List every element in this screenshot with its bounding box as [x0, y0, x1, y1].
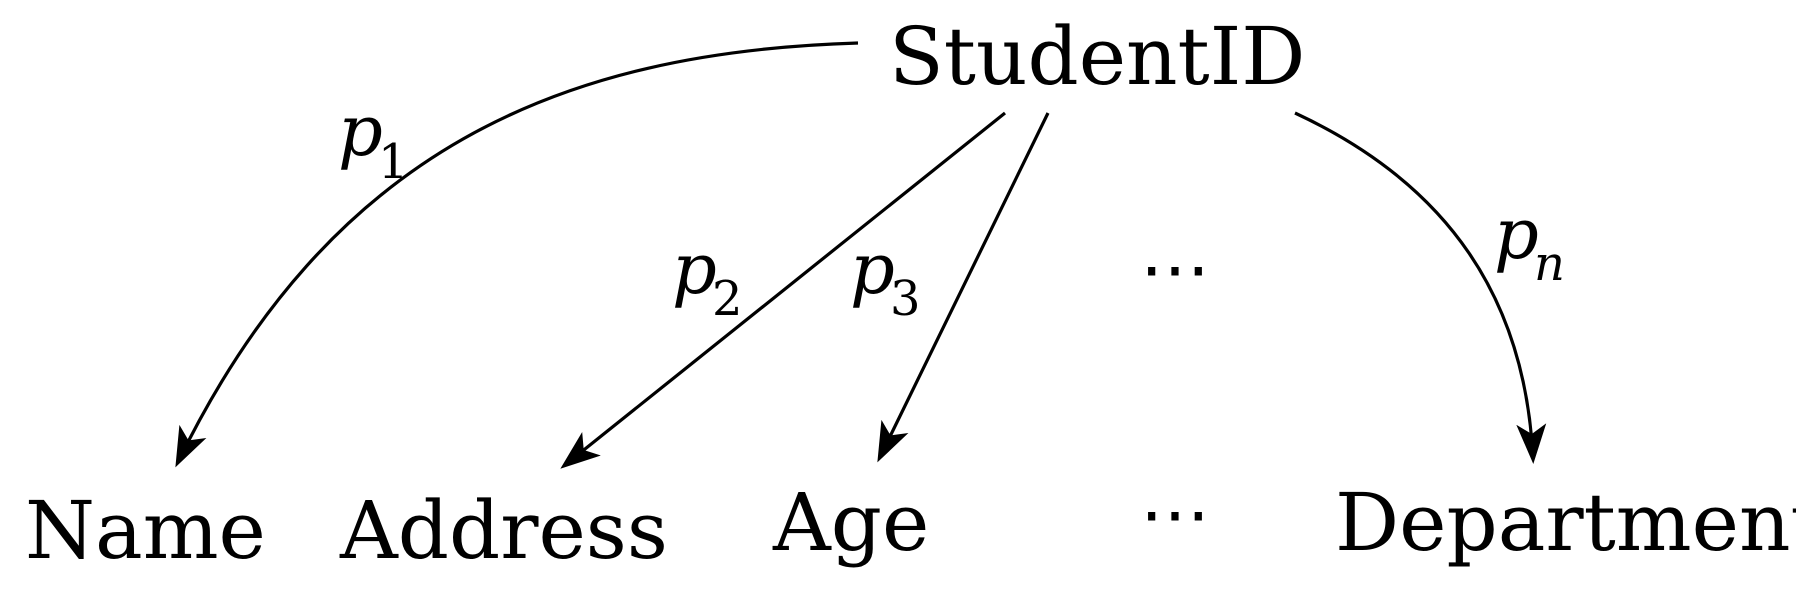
node-name: Name [25, 484, 266, 577]
label-p1-sub: 1 [378, 134, 409, 190]
edge-studentid-to-name [175, 41, 859, 468]
label-p2-var: p [672, 228, 717, 310]
label-p3-sub: 3 [890, 271, 921, 327]
edge-studentid-to-department [1294, 111, 1547, 464]
label-p2: p 2 [672, 228, 743, 327]
label-p1-var: p [338, 90, 383, 172]
node-address: Address [339, 484, 668, 577]
node-age: Age [772, 476, 929, 569]
label-p3-var: p [850, 228, 895, 310]
edge-ellipsis: ⋯ [1140, 228, 1220, 310]
label-pn: p n [1494, 193, 1565, 292]
label-p3: p 3 [850, 228, 921, 327]
label-pn-var: p [1494, 193, 1539, 275]
edge-studentid-to-address [560, 111, 1006, 469]
node-studentid: StudentID [889, 10, 1305, 103]
label-p2-sub: 2 [712, 271, 743, 327]
edge-studentid-to-age [877, 112, 1050, 463]
node-department: Department [1335, 476, 1796, 569]
label-p1: p 1 [338, 90, 409, 190]
label-pn-sub: n [1534, 236, 1565, 292]
node-ellipsis: ⋯ [1140, 473, 1220, 555]
